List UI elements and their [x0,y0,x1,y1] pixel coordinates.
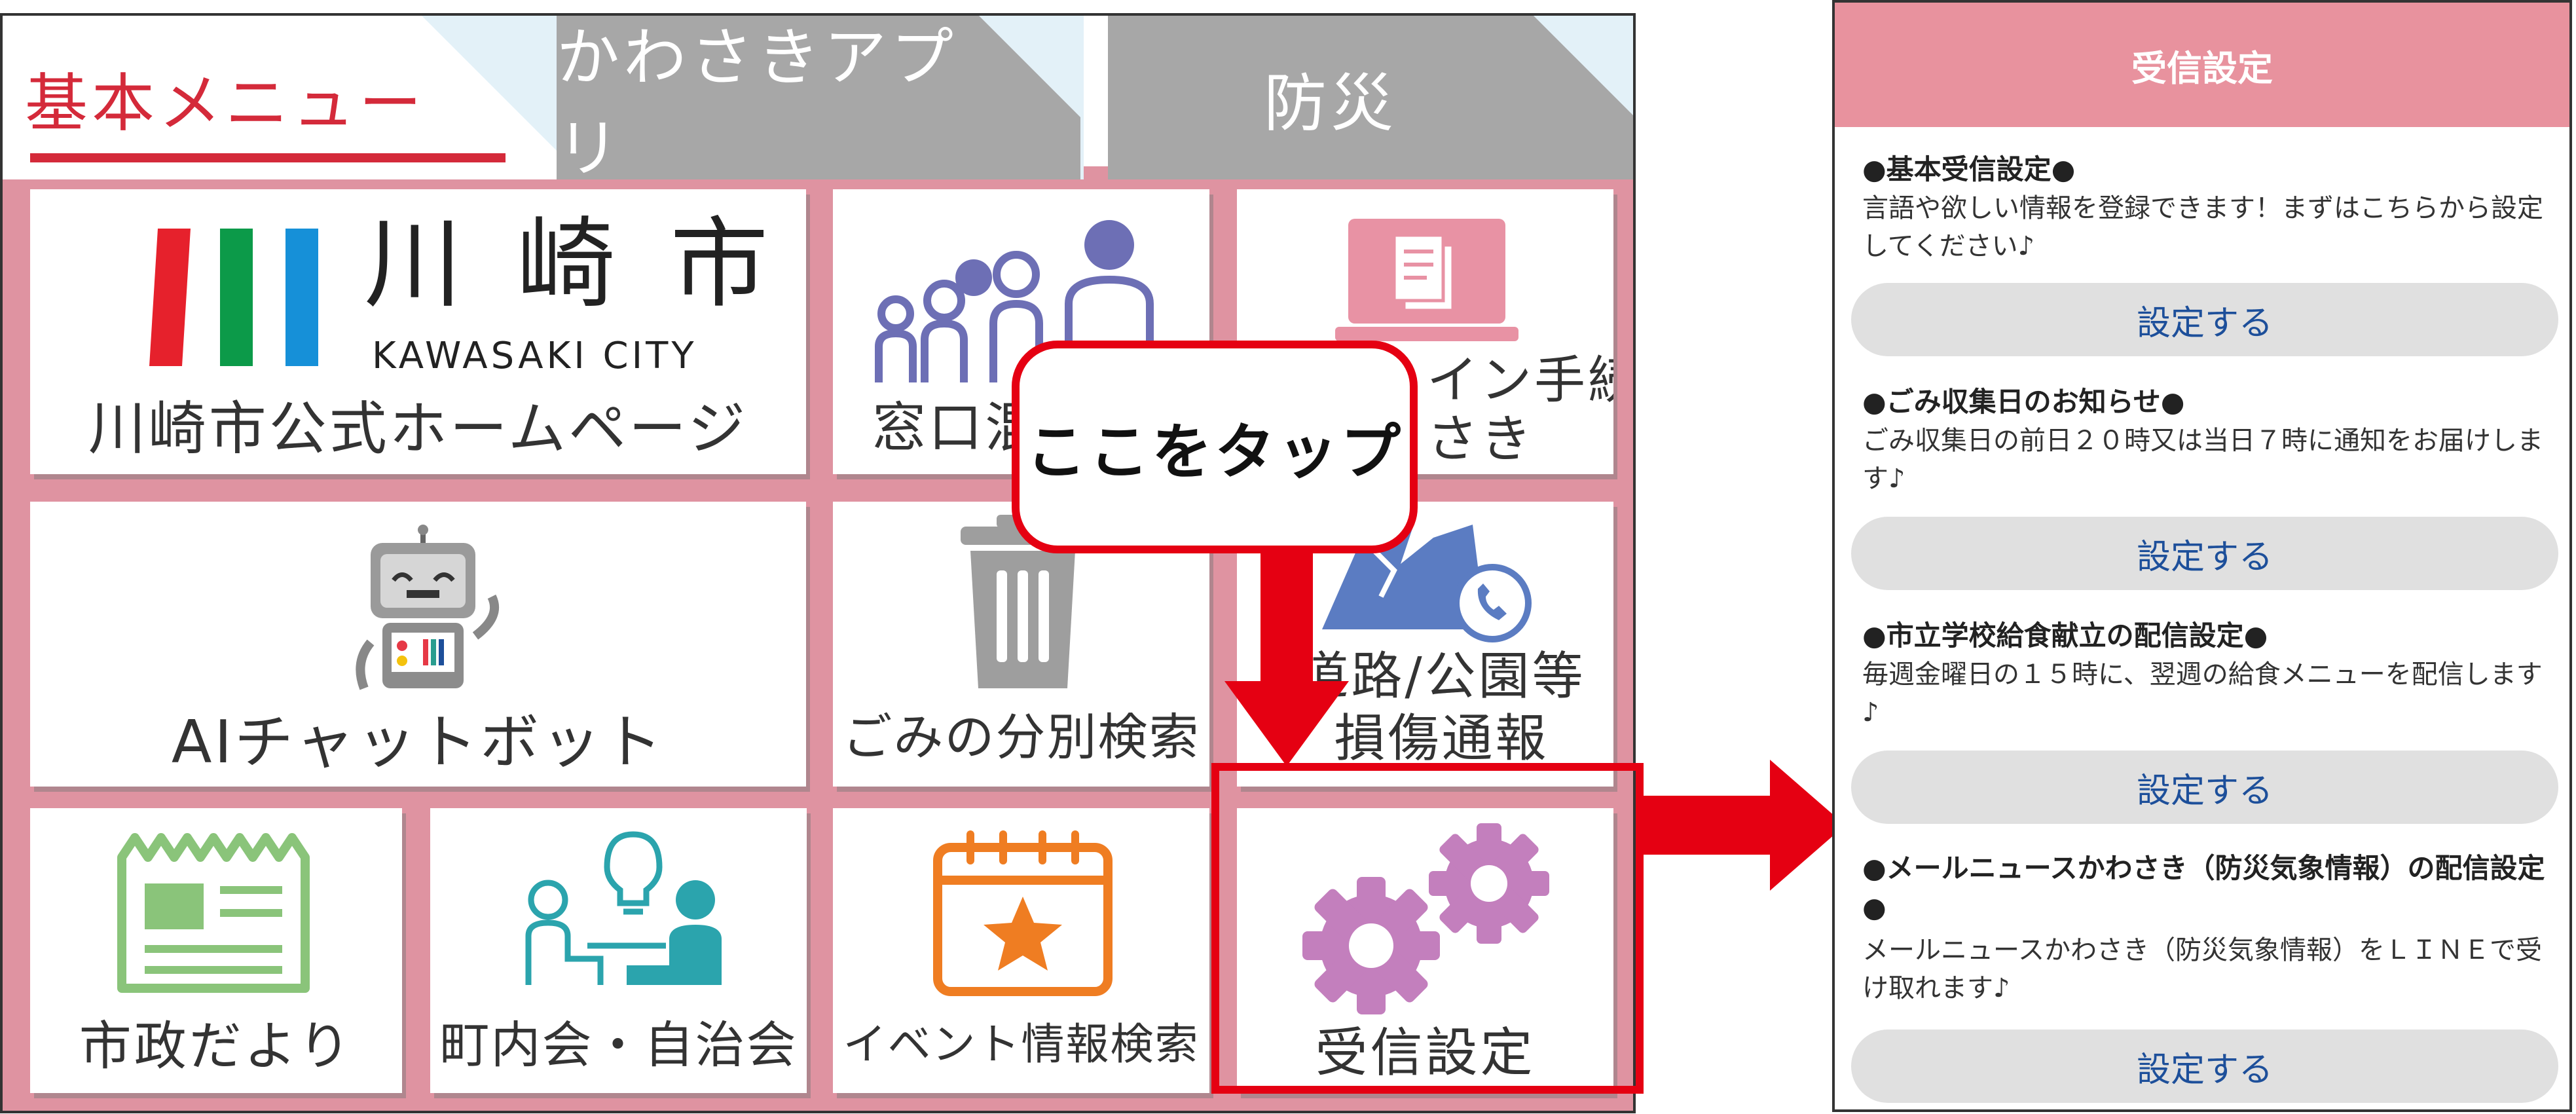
menu-item-label-line2: さき [1427,410,1535,469]
tab-label: かわさきアプリ [557,21,957,185]
newspaper-icon [117,833,310,993]
menu-item-label: ごみの分別検索 [842,708,1200,766]
settings-header: 受信設定 [1835,3,2569,127]
menu-item-receive-settings[interactable]: 受信設定 [1237,808,1613,1093]
robot-icon [356,525,499,690]
garbage-day-settings-button[interactable]: 設定する [1851,517,2558,590]
section-description: 毎週金曜日の１５時に、翌週の給食メニューを配信します♪ [1862,659,2543,728]
arrow-right-icon [1642,760,1845,891]
menu-item-label: AIチャットボット [171,708,665,777]
tab-disaster-prevention[interactable]: 防災 [1108,16,1633,179]
highlight-box [1211,763,1644,1094]
menu-item-neighborhood-association[interactable]: 町内会・自治会 [430,808,807,1093]
menu-item-garbage-search[interactable]: ごみの分別検索 [833,502,1209,787]
tab-basic-menu[interactable]: 基本メニュー [3,16,559,179]
menu-item-official-homepage[interactable]: 川 崎 市 KAWASAKI CITY 川崎市公式ホームページ [30,189,806,474]
logo-city-romaji: KAWASAKI CITY [372,335,697,377]
tab-label: 基本メニュー [25,66,426,140]
gear-icon [1302,823,1549,1014]
section-description: メールニュースかわさき（防災気象情報）をＬＩＮＥで受け取れます♪ [1862,935,2542,1003]
disaster-mail-settings-button[interactable]: 設定する [1851,1030,2558,1103]
menu-item-label: 市政だより [79,1016,354,1077]
menu-item-ai-chatbot[interactable]: AIチャットボット [30,502,806,787]
section-title: ●市立学校給食献立の配信設定● [1862,620,2268,652]
section-title: ●ごみ収集日のお知らせ● [1862,386,2185,418]
menu-item-label-line1: イン手続 [1427,351,1613,410]
section-title: ●基本受信設定● [1862,153,2076,185]
menu-item-label-line2: 損傷通報 [1334,709,1549,768]
tab-label: 防災 [1264,66,1397,140]
menu-item-label: 窓口混 [872,397,1042,459]
laptop-document-icon [1335,219,1518,341]
menu-item-label: 町内会・自治会 [439,1016,798,1074]
section-title: ●メールニュースかわさき（防災気象情報）の配信設定● [1862,852,2545,923]
people-queue-icon [875,220,1154,382]
section-description: ごみ収集日の前日２０時又は当日７時に通知をお届けします♪ [1862,426,2543,494]
active-tab-underline [30,153,506,162]
logo-city-name: 川 崎 市 [364,208,781,322]
tab-kawasaki-app[interactable]: かわさきアプリ [557,16,1080,179]
menu-item-city-newsletter[interactable]: 市政だより [30,808,402,1093]
menu-item-label: イベント情報検索 [843,1019,1200,1069]
menu-item-label-line1: 道路/公園等 [1297,647,1586,706]
school-lunch-settings-button[interactable]: 設定する [1851,751,2558,824]
section-description: 言語や欲しい情報を登録できます！まずはこちらから設定してください♪ [1862,193,2543,261]
kawasaki-logo-icon [149,229,318,366]
menu-item-event-search[interactable]: イベント情報検索 [833,808,1209,1093]
basic-settings-button[interactable]: 設定する [1851,283,2558,356]
tap-here-callout: ここをタップ [1012,341,1418,553]
calendar-star-icon [933,830,1113,996]
menu-item-label: 川崎市公式ホームページ [88,395,748,462]
menu-item-label: 受信設定 [1315,1022,1536,1083]
meeting-people-icon [525,831,722,985]
settings-screen: 受信設定 ●基本受信設定● 言語や欲しい情報を登録できます！まずはこちらから設定… [1832,0,2572,1112]
arrow-down-icon [1224,553,1349,766]
